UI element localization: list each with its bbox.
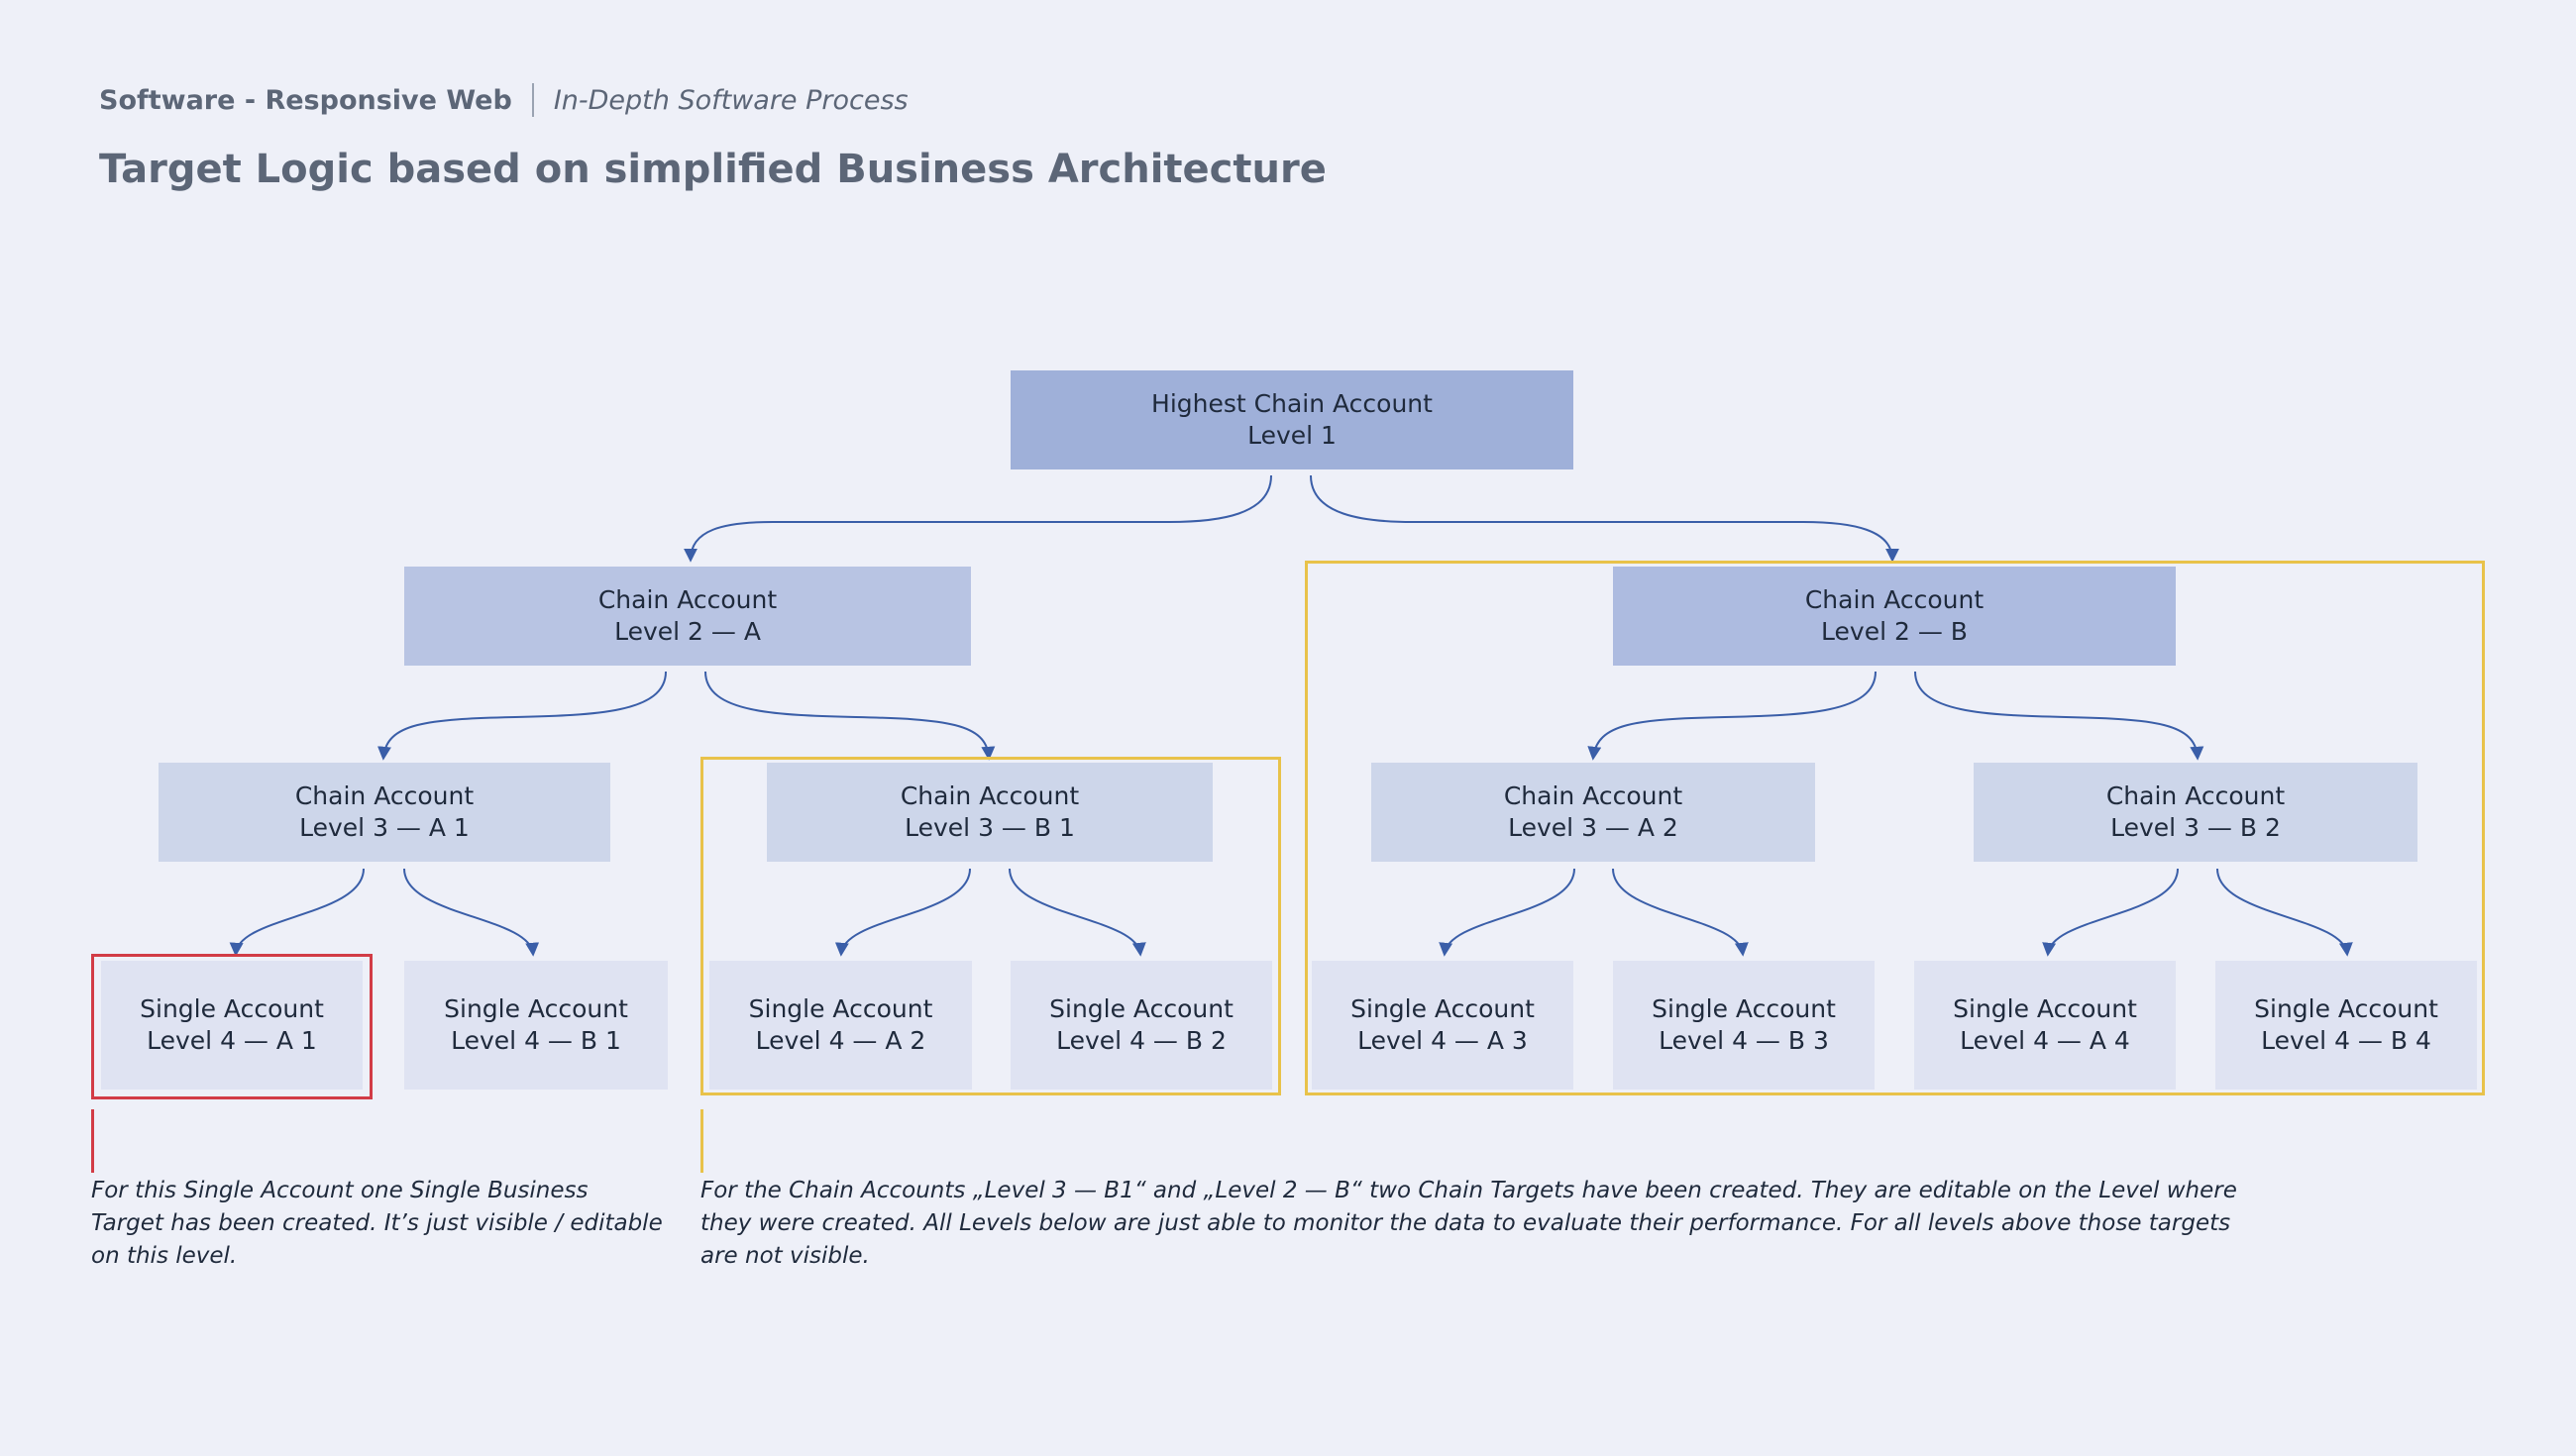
connector-l3a2-l4a3: [1439, 868, 1575, 957]
node-level4-a4: Single Account Level 4 — A 4: [1914, 961, 2176, 1090]
node-level: Level 2 — A: [614, 617, 761, 646]
node-title: Single Account: [1049, 994, 1234, 1023]
node-level: Level 3 — A 1: [299, 813, 470, 842]
node-level: Level 4 — B 3: [1659, 1026, 1829, 1055]
node-level2-a: Chain Account Level 2 — A: [404, 567, 971, 666]
breadcrumb-divider: [531, 83, 534, 117]
node-level4-b1: Single Account Level 4 — B 1: [404, 961, 668, 1090]
node-level3-a1: Chain Account Level 3 — A 1: [159, 763, 610, 862]
node-level: Level 3 — A 2: [1508, 813, 1678, 842]
chain-target-note: For the Chain Accounts „Level 3 — B1“ an…: [700, 1178, 2237, 1269]
breadcrumb: Software - Responsive Web In-Depth Softw…: [99, 83, 909, 117]
single-target-note: For this Single Account one Single Busin…: [91, 1178, 663, 1269]
single-target-note-marker: [91, 1109, 94, 1173]
connector-l3a2-l4b3: [1612, 868, 1749, 957]
node-level3-b2: Chain Account Level 3 — B 2: [1974, 763, 2417, 862]
connector-l3b2-l4a4: [2042, 868, 2179, 957]
node-title: Single Account: [1953, 994, 2137, 1023]
node-level4-b2: Single Account Level 4 — B 2: [1011, 961, 1272, 1090]
page-title: Target Logic based on simplified Busines…: [99, 147, 1327, 192]
connector-l2b-l3b2: [1914, 671, 2204, 761]
connector-l2a-l3a1: [376, 671, 667, 761]
node-level: Level 3 — B 1: [905, 813, 1075, 842]
node-title: Chain Account: [2105, 781, 2286, 810]
node-level3-a2: Chain Account Level 3 — A 2: [1371, 763, 1815, 862]
node-title: Chain Account: [597, 585, 778, 614]
connector-l3a1-l4a1: [229, 868, 365, 957]
connector-l2a-l3b1: [704, 671, 996, 761]
node-title: Chain Account: [900, 781, 1080, 810]
node-level1-highest-chain: Highest Chain Account Level 1: [1011, 370, 1573, 469]
node-level: Level 4 — A 4: [1960, 1026, 2130, 1055]
node-level: Level 4 — A 1: [147, 1026, 317, 1055]
single-target-frame-level4-a1: [91, 954, 373, 1099]
node-level: Level 4 — B 4: [2261, 1026, 2431, 1055]
node-title: Chain Account: [294, 781, 475, 810]
node-title: Highest Chain Account: [1151, 389, 1433, 418]
node-level4-a3: Single Account Level 4 — A 3: [1312, 961, 1573, 1090]
node-title: Single Account: [1652, 994, 1836, 1023]
node-level4-b4: Single Account Level 4 — B 4: [2215, 961, 2477, 1090]
node-title: Single Account: [2254, 994, 2438, 1023]
node-level: Level 4 — B 1: [451, 1026, 621, 1055]
node-level: Level 3 — B 2: [2110, 813, 2281, 842]
node-title: Single Account: [140, 994, 324, 1023]
node-title: Chain Account: [1503, 781, 1683, 810]
connector-l3b2-l4b4: [2216, 868, 2353, 957]
node-level2-b: Chain Account Level 2 — B: [1613, 567, 2176, 666]
node-level4-a2: Single Account Level 4 — A 2: [709, 961, 972, 1090]
node-level: Level 1: [1247, 421, 1337, 450]
node-level: Level 2 — B: [1821, 617, 1968, 646]
node-level3-b1: Chain Account Level 3 — B 1: [767, 763, 1213, 862]
chain-target-note-marker: [700, 1109, 703, 1173]
connector-l1-l2a: [684, 474, 1272, 563]
connector-l1-l2b: [1310, 474, 1899, 563]
node-level4-b3: Single Account Level 4 — B 3: [1613, 961, 1875, 1090]
connector-l3b1-l4b2: [1009, 868, 1146, 957]
node-title: Single Account: [1350, 994, 1535, 1023]
node-level4-a1: Single Account Level 4 — A 1: [101, 961, 363, 1090]
connector-l3b1-l4a2: [834, 868, 971, 957]
connector-l3a1-l4b1: [403, 868, 540, 957]
node-level: Level 4 — A 2: [755, 1026, 926, 1055]
breadcrumb-section: In-Depth Software Process: [553, 84, 909, 116]
node-title: Single Account: [748, 994, 933, 1023]
node-level: Level 4 — B 2: [1056, 1026, 1227, 1055]
connector-l2b-l3a2: [1587, 671, 1877, 761]
breadcrumb-app: Software - Responsive Web: [99, 84, 512, 116]
node-level: Level 4 — A 3: [1357, 1026, 1528, 1055]
chain-target-frame-level2-b: [1305, 561, 2485, 1095]
chain-target-frame-level3-b1: [700, 757, 1281, 1095]
node-title: Chain Account: [1804, 585, 1985, 614]
node-title: Single Account: [444, 994, 628, 1023]
